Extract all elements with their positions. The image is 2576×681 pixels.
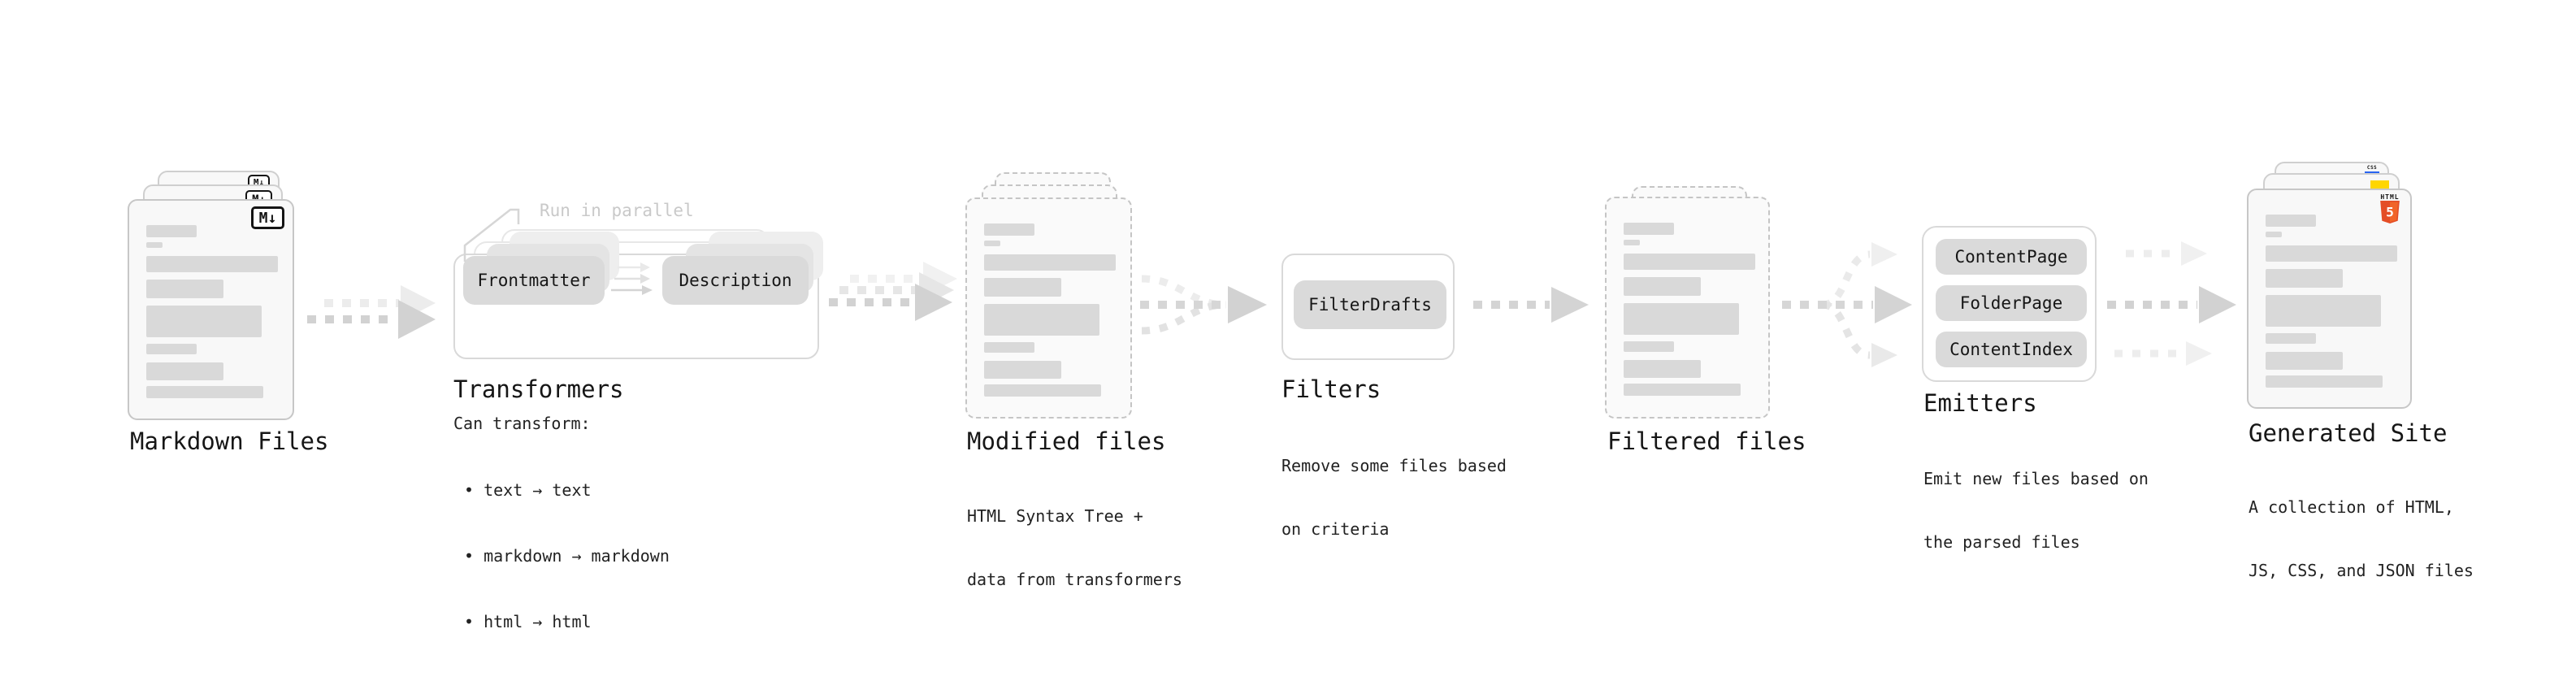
text-line-placeholder [984,254,1116,271]
text-line-placeholder [1624,254,1755,270]
pill-label: Description [679,271,792,290]
pill-label: FilterDrafts [1308,295,1432,314]
note-line: Remove some files based [1281,456,1507,475]
parallel-arrows-icon [611,262,653,295]
modified-files-note: HTML Syntax Tree + data from transformer… [967,463,1182,632]
transformer-pill-description: Description [662,256,809,305]
stage-title-filtered-files: Filtered files [1607,427,1806,455]
stage-title-transformers: Transformers [453,375,624,403]
transformer-pill-frontmatter: Frontmatter [463,256,605,305]
pill-label: ContentIndex [1949,340,2073,359]
bullet-item: • markdown → markdown [464,546,670,566]
text-line-placeholder [2266,333,2316,344]
note-line: A collection of HTML, [2249,497,2454,517]
stage-filtered-files [1605,186,1771,420]
stage-generated-site: CSS HTML 5 [2247,162,2413,410]
text-line-placeholder [984,384,1101,397]
pill-label: FolderPage [1959,293,2063,313]
emitter-pill-contentindex: ContentIndex [1936,332,2087,367]
svg-text:5: 5 [2386,204,2394,219]
text-line-placeholder [2266,295,2381,327]
css-badge: CSS [2365,166,2379,174]
stage-title-modified-files: Modified files [967,427,1166,455]
flow-arrow-markdown-to-transformers [307,285,436,339]
filter-pill-filterdrafts: FilterDrafts [1294,280,1446,329]
run-in-parallel-annotation: Run in parallel [540,201,694,220]
flow-arrow-emitters-to-site [2107,241,2236,366]
text-line-placeholder [984,223,1034,236]
filters-note: Remove some files based on criteria [1281,413,1507,582]
pill-label: ContentPage [1954,247,2068,267]
note-line: on criteria [1281,519,1390,539]
html5-icon-label: HTML [2380,193,2400,201]
document: M↓ [128,199,294,420]
text-line-placeholder [2266,215,2316,227]
text-line-placeholder [1624,341,1674,352]
text-line-placeholder [984,361,1061,379]
text-line-placeholder [1624,384,1741,396]
stage-title-emitters: Emitters [1923,389,2037,417]
text-line-placeholder [1624,303,1739,335]
text-line-placeholder [146,280,223,298]
text-line-placeholder [1624,360,1701,378]
text-line-placeholder [1624,277,1701,296]
text-line-placeholder [984,241,1000,246]
flow-arrow-filters-to-filtered [1473,287,1589,323]
note-line: data from transformers [967,570,1182,589]
text-line-placeholder [984,342,1034,353]
markdown-file-icon: M↓ [251,206,284,229]
transformers-bullet-list: • text → text • markdown → markdown • ht… [464,436,670,677]
flow-arrow-modified-to-filters [1140,275,1267,335]
note-line: HTML Syntax Tree + [967,506,1143,526]
transformer-box: Frontmatter Description [453,232,823,359]
emitter-pill-contentpage: ContentPage [1936,239,2087,275]
text-line-placeholder [984,278,1061,297]
emitters-box: ContentPage FolderPage ContentIndex [1922,226,2097,382]
emitter-pill-folderpage: FolderPage [1936,285,2087,321]
text-line-placeholder [2266,375,2383,388]
generated-site-note: A collection of HTML, JS, CSS, and JSON … [2249,454,2474,623]
stage-title-filters: Filters [1281,375,1381,403]
bullet-item: • html → html [464,612,592,631]
stage-title-generated-site: Generated Site [2249,419,2448,447]
text-line-placeholder [1624,223,1674,235]
note-line: JS, CSS, and JSON files [2249,561,2474,580]
html5-shield-icon: 5 [2380,201,2400,223]
pill-label: Frontmatter [477,271,591,290]
document: HTML 5 [2247,189,2412,409]
stage-modified-files [965,172,1133,419]
text-line-placeholder [2266,245,2397,262]
bullet-item: • text → text [464,480,592,500]
text-line-placeholder [146,344,197,354]
text-line-placeholder [146,362,223,380]
html5-icon: HTML 5 [2379,194,2400,226]
text-line-placeholder [146,225,197,237]
text-line-placeholder [146,386,263,398]
text-line-placeholder [146,242,163,248]
text-line-placeholder [2266,232,2282,237]
flow-arrow-filtered-to-emitters [1782,242,1912,367]
stage-markdown-files: M↓ M↓ M↓ [128,171,295,421]
document [1605,197,1770,419]
text-line-placeholder [984,304,1099,336]
note-line: Emit new files based on [1923,469,2149,488]
text-line-placeholder [1624,240,1640,245]
transformers-note-title: Can transform: [453,414,591,433]
note-line: the parsed files [1923,532,2080,552]
text-line-placeholder [146,306,262,337]
run-in-parallel-leader-line [463,208,520,262]
text-line-placeholder [2266,352,2343,370]
css-blue-bar [2365,171,2379,174]
emitters-note: Emit new files based on the parsed files [1923,426,2149,595]
filters-box: FilterDrafts [1281,254,1455,360]
css-badge-label: CSS [2366,165,2378,171]
stage-transformers: Frontmatter Description [453,229,823,361]
text-line-placeholder [146,256,278,272]
stage-title-markdown-files: Markdown Files [130,427,329,455]
flow-arrow-transformers-to-modified [829,262,957,321]
text-line-placeholder [2266,269,2343,288]
document [965,197,1132,419]
